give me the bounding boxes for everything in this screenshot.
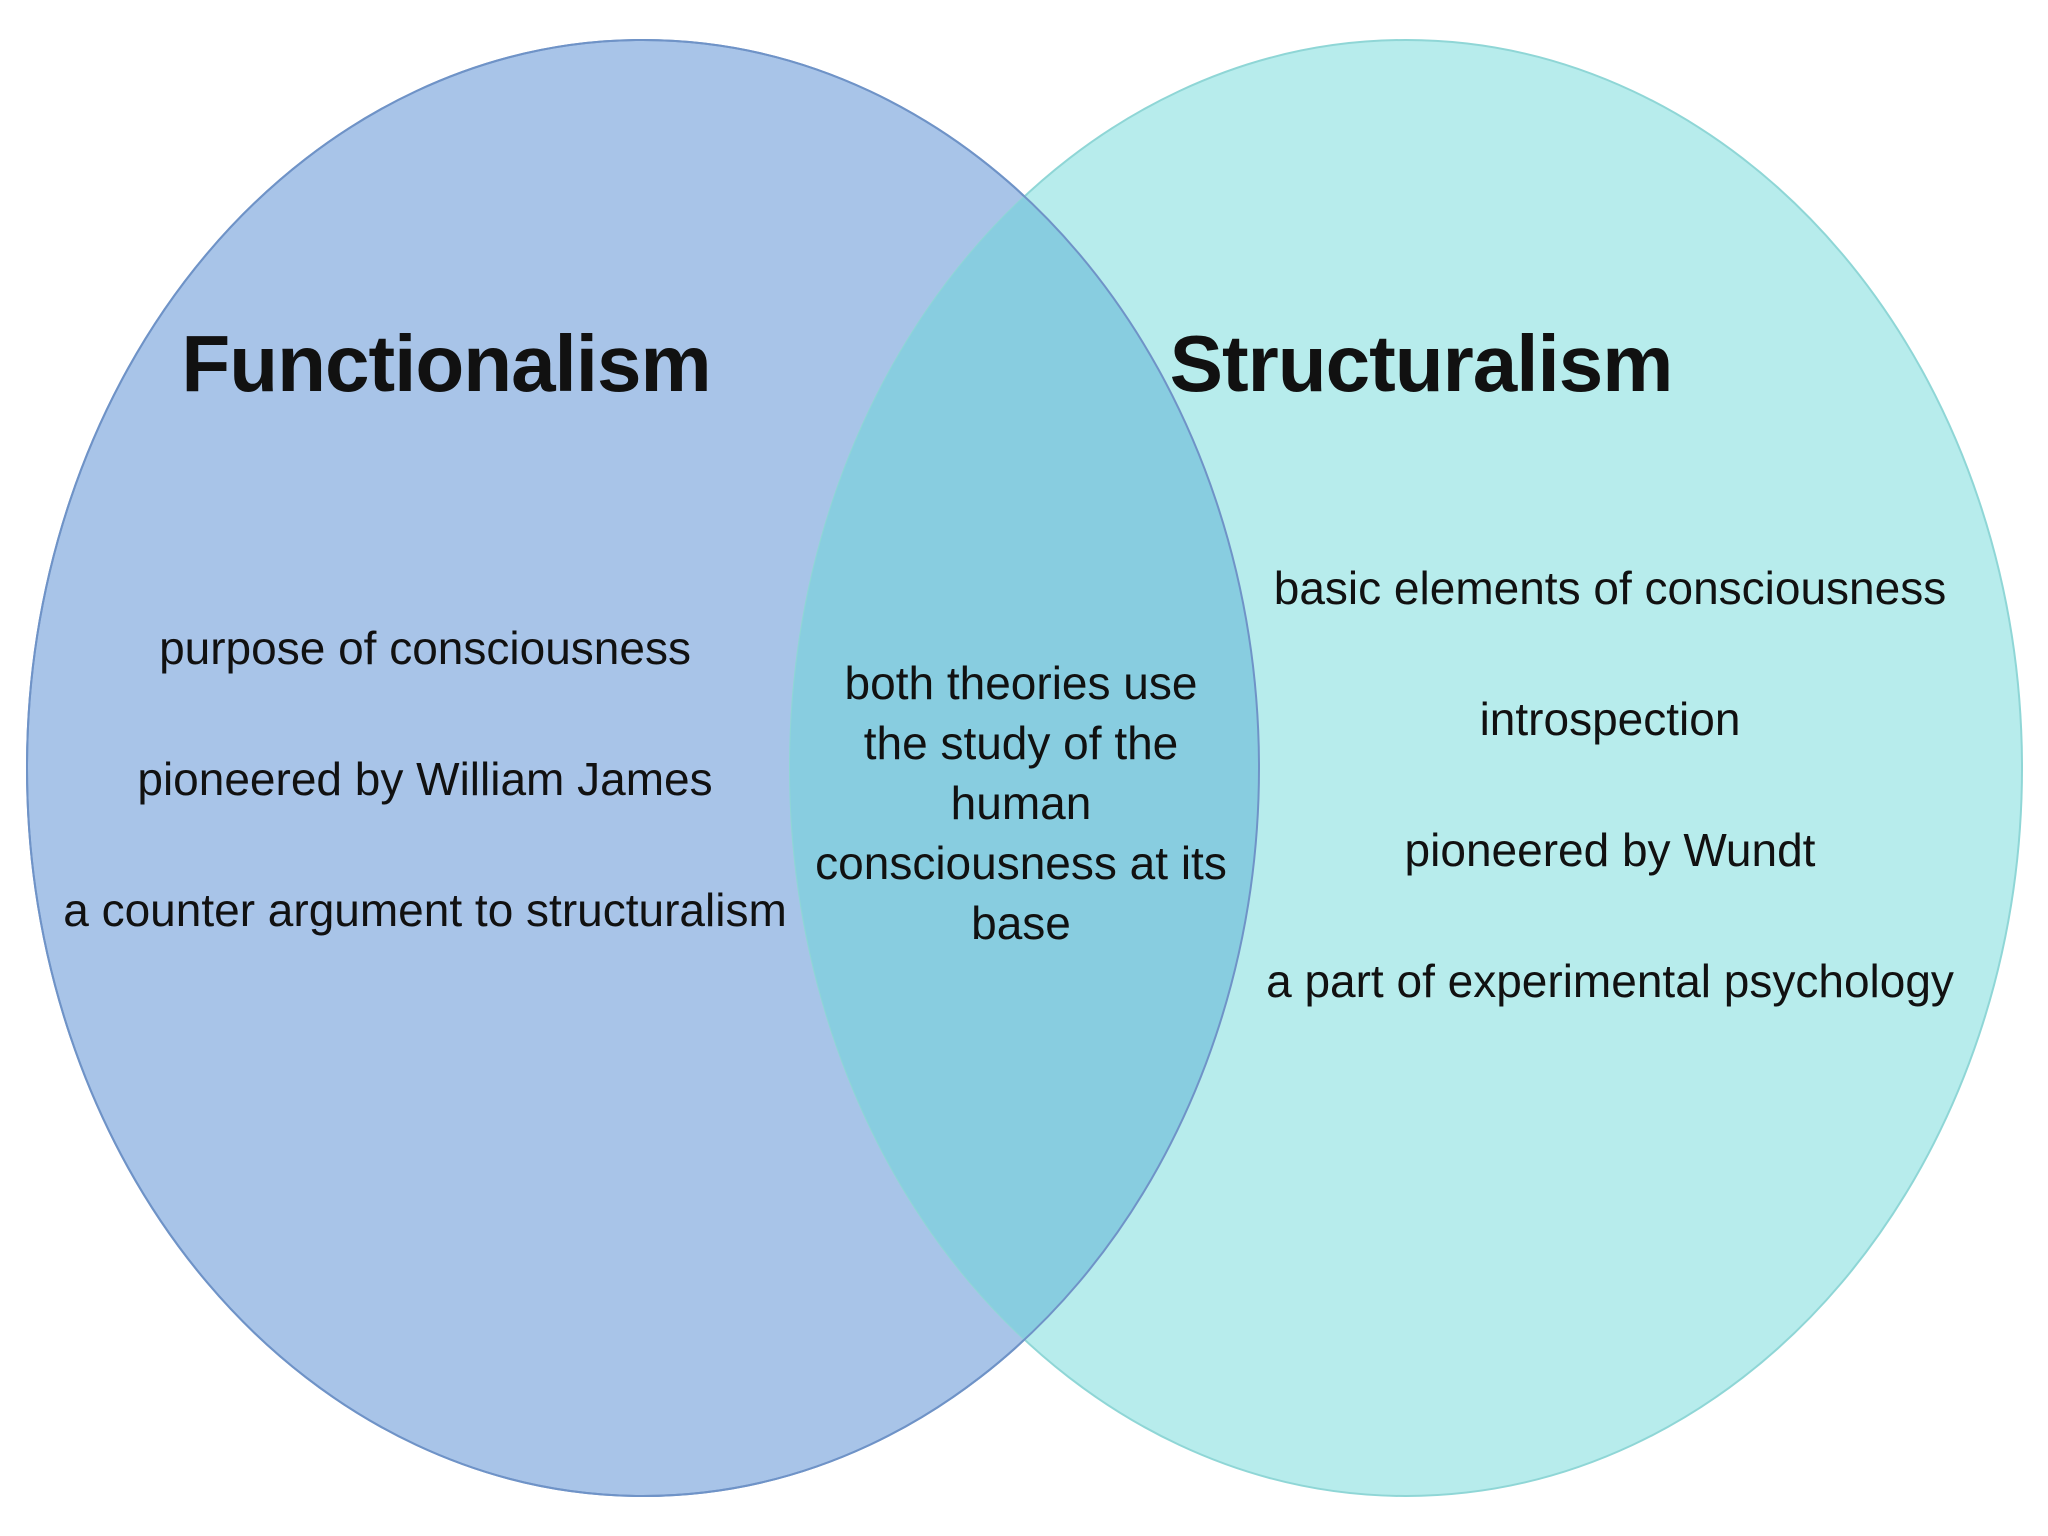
functionalism-item: purpose of consciousness xyxy=(159,622,691,674)
functionalism-circle-outline xyxy=(26,39,1260,1497)
structuralism-item: introspection xyxy=(1479,693,1741,745)
structuralism-item: basic elements of consciousness xyxy=(1273,562,1947,614)
overlap-region xyxy=(790,40,1259,1496)
functionalism-item: pioneered by William James xyxy=(137,753,713,805)
structuralism-item: pioneered by Wundt xyxy=(1404,824,1816,876)
functionalism-item: a counter argument to structuralism xyxy=(63,884,787,936)
structuralism-item: a part of experimental psychology xyxy=(1266,955,1954,1007)
overlap-text: both theories use the study of the human… xyxy=(815,657,1227,949)
functionalism-title: Functionalism xyxy=(181,319,711,408)
structuralism-title: Structuralism xyxy=(1169,319,1674,408)
